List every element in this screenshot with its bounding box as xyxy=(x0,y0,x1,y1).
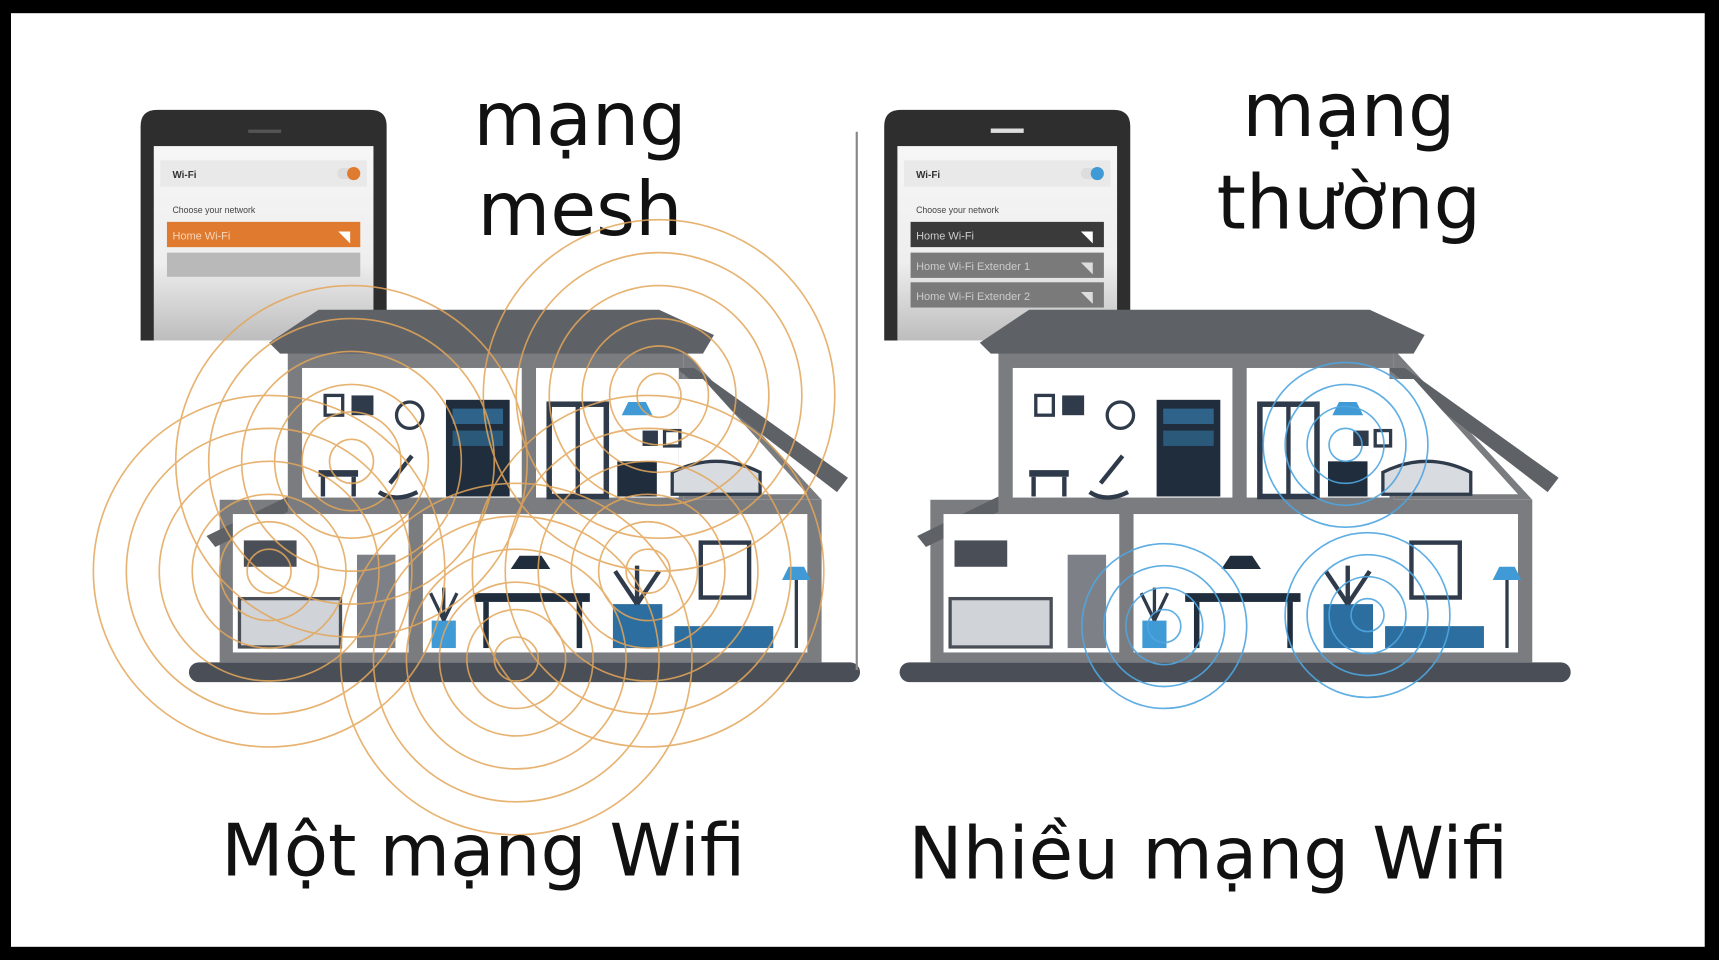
network-name: Home Wi-Fi Extender 2 xyxy=(916,291,1030,303)
network-item[interactable]: Home Wi-Fi Extender 1 ◥ xyxy=(910,252,1104,278)
choose-network-label: Choose your network xyxy=(916,205,999,215)
signal-ring xyxy=(537,460,759,682)
caption: Nhiều mạng Wifi xyxy=(908,813,1508,897)
signal-ring xyxy=(218,520,320,622)
signal-ring xyxy=(570,493,726,649)
regular-signal-rings xyxy=(1081,361,1451,710)
signal-ring xyxy=(92,394,446,748)
network-item[interactable]: Home Wi-Fi ◥ xyxy=(910,221,1104,248)
network-name: Home Wi-Fi xyxy=(916,230,974,242)
wifi-signal-icon: ◥ xyxy=(338,229,350,246)
signal-ring xyxy=(246,548,292,594)
title-line2: mesh xyxy=(477,166,682,253)
title-line1: mạng xyxy=(1242,67,1455,154)
signal-ring xyxy=(1328,427,1363,463)
signal-ring xyxy=(301,411,402,512)
signal-ring xyxy=(597,520,699,622)
phone-regular: Wi-Fi Choose your network Home Wi-Fi ◥ H… xyxy=(884,109,1131,341)
signal-ring xyxy=(1306,553,1429,677)
signal-ring xyxy=(1284,531,1451,699)
title-line1: mạng xyxy=(473,76,686,163)
mesh-signal-rings xyxy=(92,218,836,836)
title-line2: thường xyxy=(1217,159,1481,246)
caption: Một mạng Wifi xyxy=(221,809,745,893)
network-item[interactable]: Home Wi-Fi Extender 2 ◥ xyxy=(910,282,1104,308)
wifi-signal-icon: ◥ xyxy=(1081,259,1093,276)
wifi-signal-icon: ◥ xyxy=(1081,289,1093,306)
signal-ring xyxy=(1147,608,1182,644)
network-name: Home Wi-Fi xyxy=(172,230,230,242)
signal-ring xyxy=(493,636,540,682)
signal-ring xyxy=(471,394,825,748)
signal-ring xyxy=(174,284,529,638)
signal-ring xyxy=(191,493,347,649)
mesh-panel: Wi-Fi Choose your network Home Wi-Fi ◥ m… xyxy=(92,76,860,893)
signal-ring xyxy=(504,427,792,715)
signal-ring xyxy=(240,350,463,572)
signal-ring xyxy=(1125,586,1204,666)
signal-ring xyxy=(1284,383,1407,507)
signal-ring xyxy=(625,548,671,594)
signal-ring xyxy=(608,345,710,446)
phone-mesh: Wi-Fi Choose your network Home Wi-Fi ◥ xyxy=(140,109,387,341)
network-name: Home Wi-Fi Extender 1 xyxy=(916,261,1030,273)
signal-ring xyxy=(482,218,836,572)
signal-ring xyxy=(1262,361,1429,529)
signal-ring xyxy=(1103,564,1226,688)
signal-ring xyxy=(548,284,770,507)
wifi-label: Wi-Fi xyxy=(916,170,940,181)
network-item[interactable]: Home Wi-Fi ◥ xyxy=(166,221,361,248)
signal-ring xyxy=(339,482,693,836)
signal-ring xyxy=(328,438,375,485)
signal-ring xyxy=(1306,405,1385,485)
signal-ring xyxy=(125,427,413,715)
wifi-signal-icon: ◥ xyxy=(1081,229,1093,246)
signal-ring xyxy=(158,460,380,682)
signal-ring xyxy=(405,548,627,770)
choose-network-label: Choose your network xyxy=(172,205,255,215)
signal-ring xyxy=(581,317,737,474)
signal-ring xyxy=(1350,597,1385,633)
signal-ring xyxy=(1328,575,1407,655)
regular-panel: Wi-Fi Choose your network Home Wi-Fi ◥ H… xyxy=(884,67,1571,897)
signal-ring xyxy=(465,608,567,710)
signal-ring xyxy=(515,251,803,540)
signal-ring xyxy=(438,581,594,737)
wifi-label: Wi-Fi xyxy=(172,170,196,181)
signal-ring xyxy=(207,317,496,605)
signal-ring xyxy=(1081,542,1248,710)
